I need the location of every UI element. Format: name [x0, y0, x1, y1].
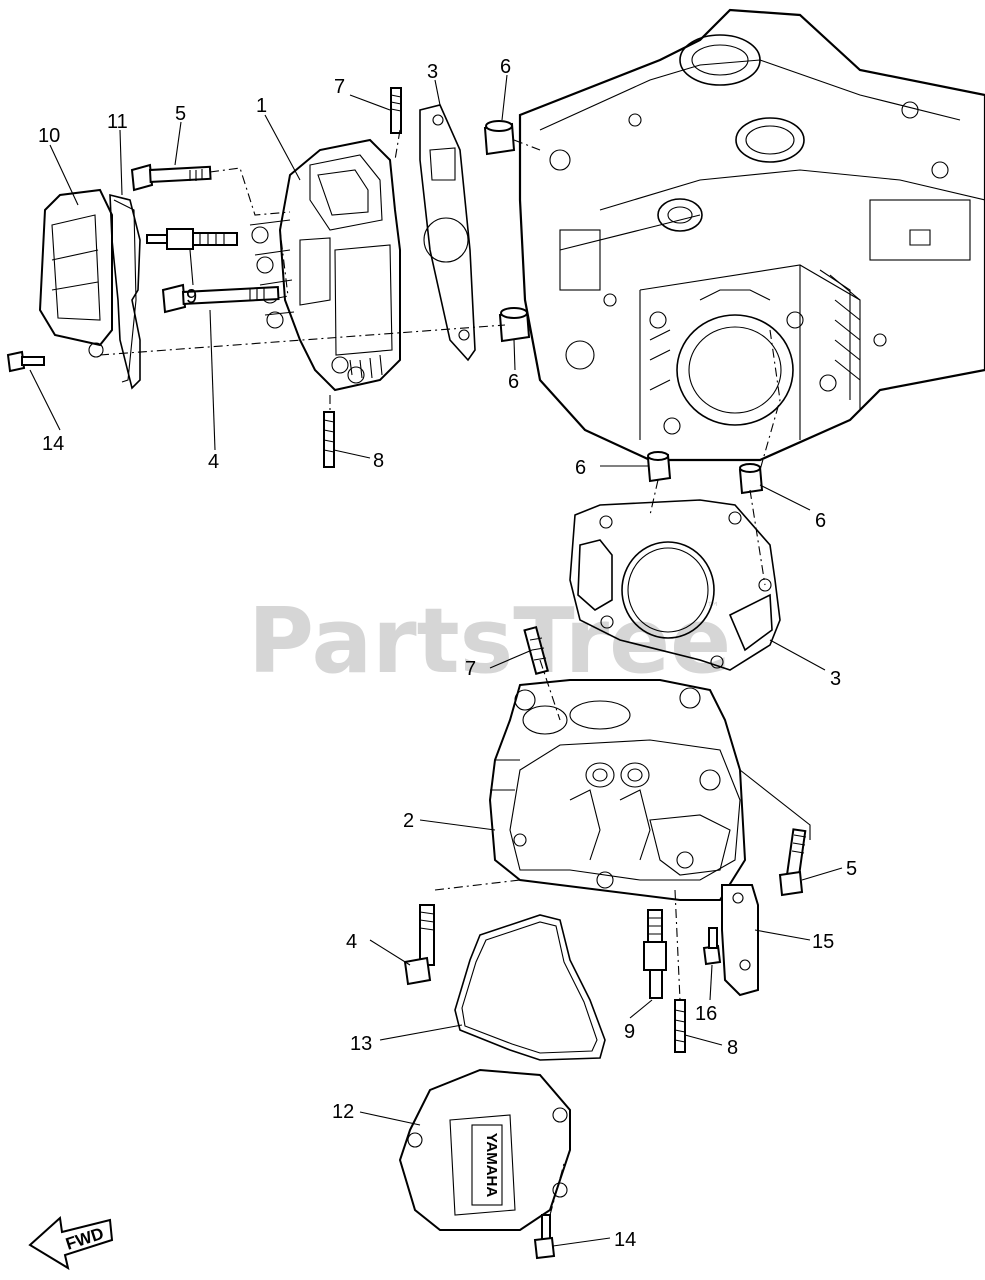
- cylinder-head-rear: [249, 138, 401, 392]
- alignment-line: [209, 167, 291, 216]
- stud-bolt-upper-lower: [323, 411, 335, 468]
- callout-9: 9: [624, 1021, 635, 1043]
- cover-logo: YAMAHA: [483, 1133, 500, 1198]
- callout-7: 7: [465, 658, 476, 680]
- dowel-pins-upper: [483, 120, 531, 343]
- callout-2: 2: [403, 810, 414, 832]
- callout-5: 5: [846, 858, 857, 880]
- callout-15: 15: [812, 931, 834, 953]
- callout-13: 13: [350, 1033, 372, 1055]
- cylinder-head-front: [488, 679, 811, 901]
- spark-plug-upper: [146, 228, 238, 250]
- callout-9: 9: [186, 286, 197, 308]
- callout-8: 8: [373, 450, 384, 472]
- head-bolt-lower-long: [403, 904, 435, 986]
- forward-arrow-icon: FWD: [28, 1216, 114, 1271]
- watermark: PartsTree ™: [248, 589, 731, 694]
- alignment-line: [394, 129, 401, 161]
- head-bolt-lower-short: [778, 828, 807, 897]
- alignment-line: [649, 479, 659, 516]
- callout-3: 3: [427, 61, 438, 83]
- callout-leaders: [29, 74, 843, 1247]
- callout-1: 1: [256, 95, 267, 117]
- alignment-line: [674, 889, 681, 1001]
- callout-6: 6: [575, 457, 586, 479]
- bolt-lower-small: [533, 1214, 556, 1260]
- callout-16: 16: [695, 1003, 717, 1025]
- callout-7: 7: [334, 76, 345, 98]
- alignment-line: [749, 489, 766, 586]
- callout-4: 4: [346, 931, 357, 953]
- dowel-pins-lower: [646, 451, 764, 495]
- stud-bolt-lower-top: [523, 625, 549, 675]
- crankcase-assembly: [518, 8, 985, 462]
- cylinder-head-gasket-upper: [419, 104, 476, 362]
- valve-cover-gasket-front: [454, 914, 606, 1061]
- bracket-bolt: [702, 927, 722, 966]
- valve-cover-front: YAMAHA: [398, 1068, 571, 1231]
- valve-cover-gasket-rear: [109, 193, 141, 390]
- callout-numbers: 10 11 5 1 7 3 6 9 6 14 4 8 6 6 7 3 2 5 1…: [38, 56, 857, 1251]
- callout-14: 14: [42, 433, 64, 455]
- callout-3: 3: [830, 668, 841, 690]
- callout-11: 11: [107, 111, 128, 133]
- alignment-line: [513, 139, 541, 151]
- callout-5: 5: [175, 103, 186, 125]
- head-bolt-upper-long: [161, 283, 280, 314]
- valve-cover-rear: [38, 188, 113, 358]
- bolt-upper-small: [6, 350, 45, 373]
- callout-10: 10: [38, 125, 60, 147]
- spark-plug-lower: [643, 909, 667, 999]
- watermark-text: PartsTree: [248, 589, 731, 694]
- bracket: [721, 884, 759, 997]
- callout-6: 6: [815, 510, 826, 532]
- alignment-line: [434, 879, 521, 891]
- stud-bolt-upper: [390, 87, 402, 134]
- callout-12: 12: [332, 1101, 354, 1123]
- callout-6: 6: [500, 56, 511, 78]
- alignment-line: [99, 324, 506, 356]
- callout-14: 14: [614, 1229, 636, 1251]
- callout-4: 4: [208, 451, 219, 473]
- alignment-line: [277, 229, 289, 299]
- alignment-line: [759, 329, 781, 471]
- alignment-line: [539, 659, 561, 721]
- callout-8: 8: [727, 1037, 738, 1059]
- head-bolt-upper-short: [130, 163, 212, 192]
- cylinder-head-gasket-lower: [569, 499, 781, 671]
- stud-bolt-lower: [674, 999, 686, 1053]
- callout-6: 6: [508, 371, 519, 393]
